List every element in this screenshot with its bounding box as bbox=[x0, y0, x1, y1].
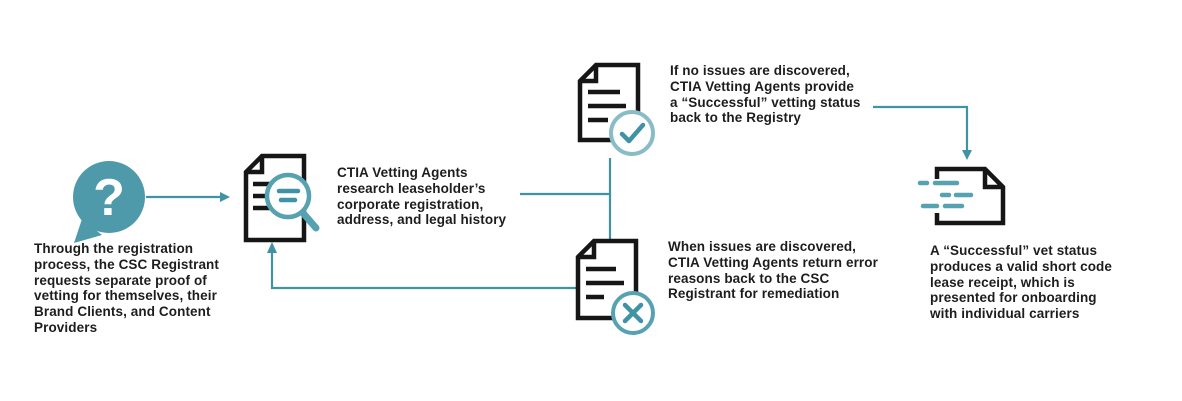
check-circle bbox=[609, 110, 655, 156]
document-search-icon bbox=[243, 153, 320, 243]
check-mark bbox=[619, 122, 646, 144]
question-mark-glyph: ? bbox=[93, 169, 125, 227]
document-error-icon bbox=[575, 238, 655, 335]
caption-success-status: If no issues are discovered, CTIA Vettin… bbox=[670, 63, 861, 126]
document-check-icon bbox=[577, 62, 655, 156]
arrowhead-up-icon bbox=[267, 242, 277, 253]
magnifier-lens bbox=[264, 172, 312, 220]
arrow-error-to-research bbox=[267, 242, 576, 290]
magnifier-handle bbox=[299, 209, 320, 232]
caption-registration-request: Through the registration process, the CS… bbox=[34, 241, 219, 335]
lease-receipt-icon bbox=[917, 166, 1006, 226]
arrowhead-right-icon bbox=[220, 192, 230, 202]
question-bubble-icon: ? bbox=[73, 161, 145, 243]
arrowhead-down-icon bbox=[962, 150, 972, 160]
arrow-success-to-receipt bbox=[873, 105, 972, 160]
caption-lease-receipt: A “Successful” vet status produces a val… bbox=[930, 243, 1112, 322]
caption-error-remediation: When issues are discovered, CTIA Vetting… bbox=[668, 239, 878, 302]
arrow-question-to-research bbox=[146, 192, 230, 202]
caption-vetting-research: CTIA Vetting Agents research leaseholder… bbox=[337, 165, 507, 228]
